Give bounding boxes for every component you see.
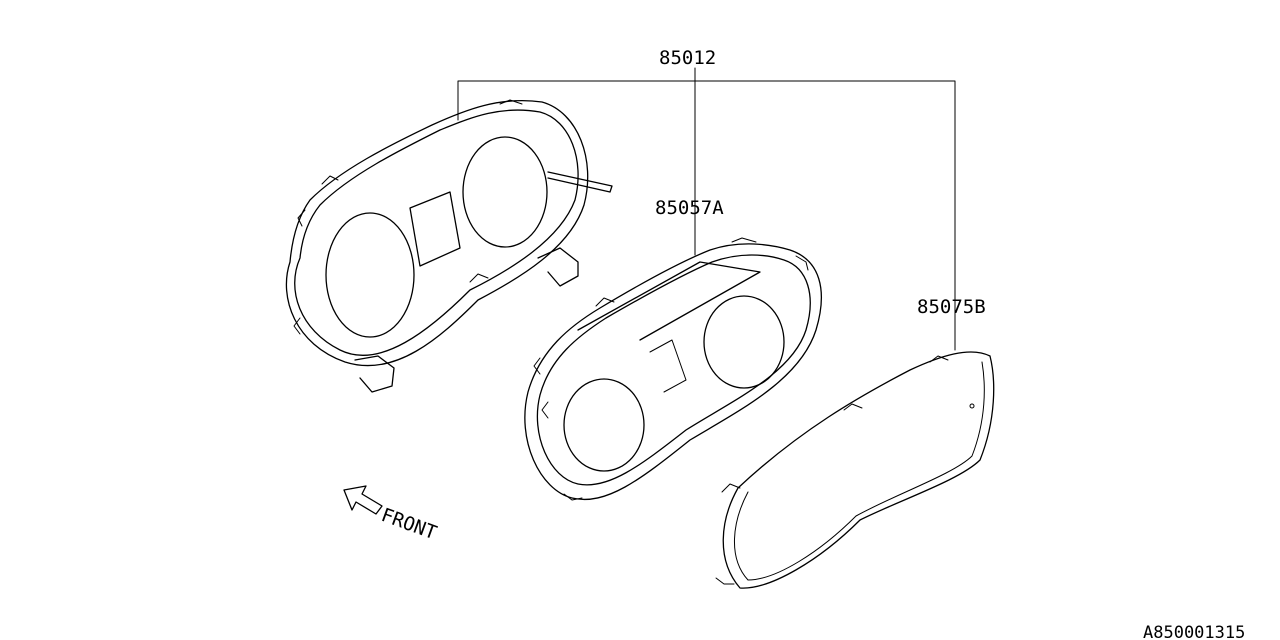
- part-label-85075b[interactable]: 85075B: [917, 296, 986, 318]
- part-label-85012[interactable]: 85012: [659, 47, 716, 69]
- lens-drawing: [715, 351, 995, 589]
- front-direction-label: FRONT: [378, 504, 439, 544]
- part-label-85057a[interactable]: 85057A: [655, 197, 724, 219]
- leader-lines: [457, 67, 956, 351]
- case-drawing: [524, 237, 822, 501]
- front-direction-arrow-icon: [343, 485, 383, 515]
- meter-assembly-drawing: [285, 99, 613, 393]
- diagram-reference-code: A850001315: [1143, 623, 1245, 640]
